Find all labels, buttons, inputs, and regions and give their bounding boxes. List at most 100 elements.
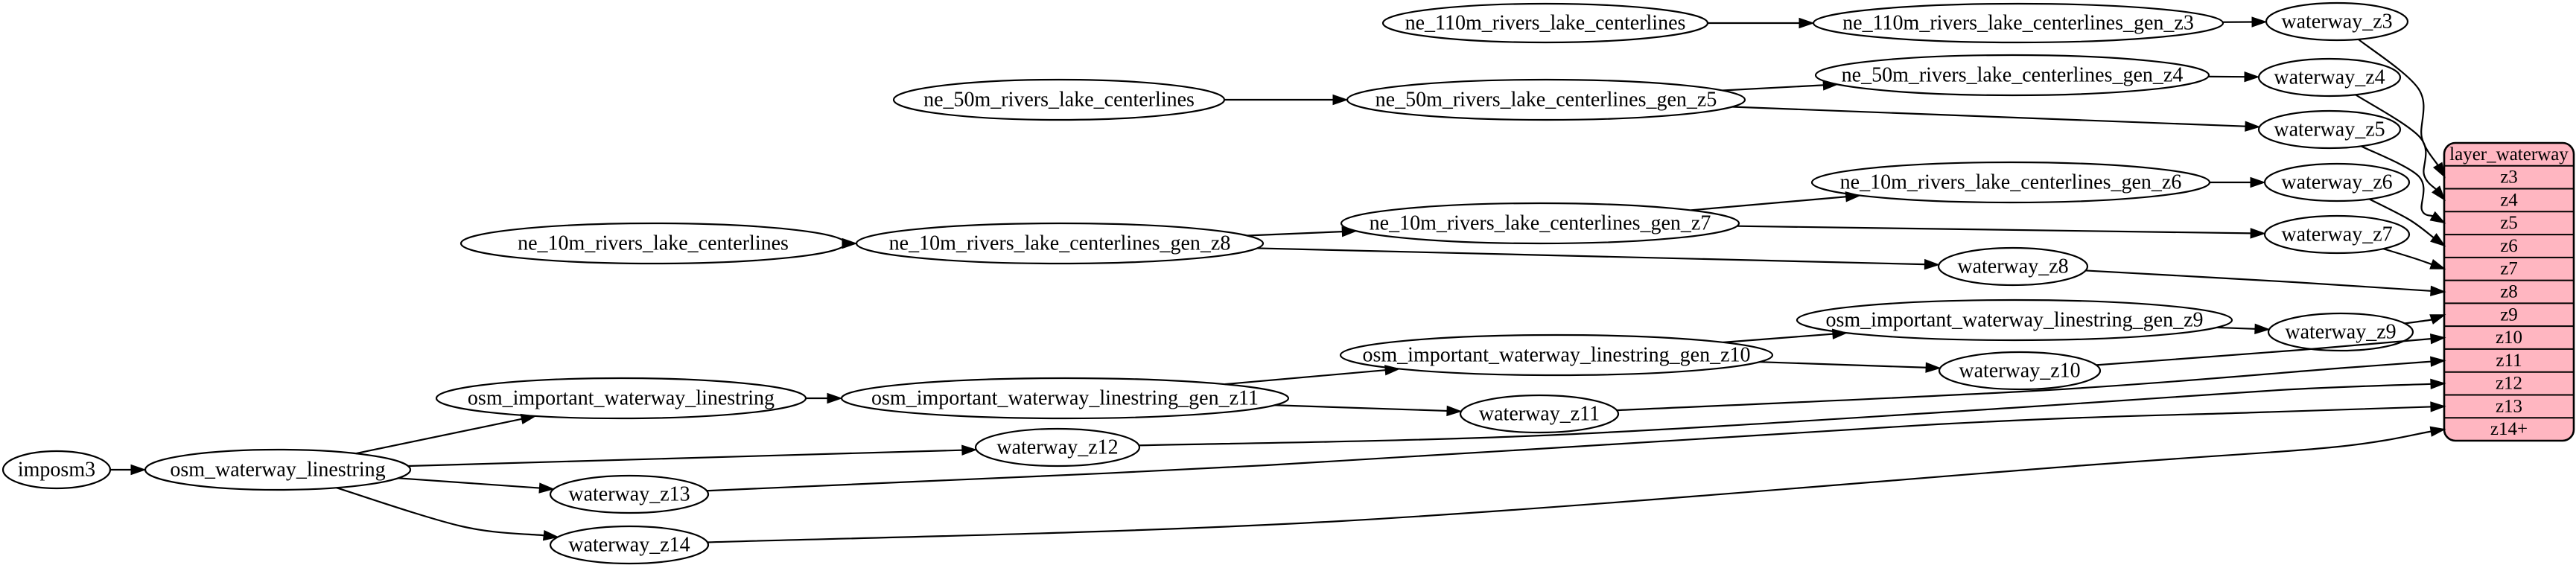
edge-line (1731, 106, 2246, 127)
edge-line (2358, 38, 2439, 166)
edge-line (1274, 404, 1448, 412)
edge-line (707, 406, 2432, 492)
edge-line (1722, 84, 1824, 92)
node-label: waterway_z8 (1957, 255, 2068, 278)
arrowhead-icon (538, 482, 555, 494)
edge-line (1723, 333, 1834, 343)
node-waterway_z5: waterway_z5 (2257, 109, 2402, 150)
node-label: waterway_z3 (2281, 10, 2392, 33)
node-ellipse (549, 525, 710, 565)
node-label: ne_50m_rivers_lake_centerlines_gen_z4 (1842, 64, 2184, 87)
edge-line (1224, 369, 1386, 386)
edge-imposm3-to-osm_waterway_linestring (110, 464, 147, 476)
node-waterway_z6: waterway_z6 (2263, 162, 2411, 202)
node-ellipse (1814, 54, 2210, 97)
table-row-z13: z13 (2496, 396, 2522, 416)
edge-line (2085, 269, 2432, 292)
node-osm_important_waterway_linestring: osm_important_waterway_linestring (435, 377, 807, 420)
edge-ne_10m_rivers_lake_centerlines_gen_z7-to-waterway_z7 (1737, 225, 2266, 239)
arrowhead-icon (520, 413, 537, 424)
node-waterway_z9: waterway_z9 (2267, 312, 2414, 352)
node-ellipse (2263, 214, 2411, 255)
edge-line (2216, 326, 2256, 330)
node-label: waterway_z10 (1959, 360, 2080, 383)
node-osm_important_waterway_linestring_gen_z10: osm_important_waterway_linestring_gen_z1… (1339, 334, 1774, 377)
node-label: ne_50m_rivers_lake_centerlines_gen_z5 (1376, 89, 1717, 112)
table-row-z6: z6 (2500, 236, 2518, 256)
node-ellipse (1937, 246, 2089, 287)
arrowhead-icon (1822, 80, 1839, 91)
table-row-z9: z9 (2500, 304, 2518, 325)
edge-ne_110m_rivers_lake_centerlines-to-ne_110m_rivers_lake_centerlines_gen_z3 (1708, 17, 1815, 29)
node-label: ne_110m_rivers_lake_centerlines_gen_z3 (1842, 12, 2194, 35)
edge-osm_important_waterway_linestring_gen_z11-to-waterway_z11 (1274, 404, 1463, 417)
table-header-label: layer_waterway (2449, 144, 2569, 165)
node-osm_important_waterway_linestring_gen_z11: osm_important_waterway_linestring_gen_z1… (840, 377, 1290, 420)
arrowhead-icon (542, 530, 559, 541)
edge-waterway_z7-to-z7 (2382, 248, 2446, 269)
arrowhead-icon (1925, 362, 1941, 373)
edge-line (1139, 383, 2432, 447)
edge-osm_important_waterway_linestring_gen_z10-to-osm_important_waterway_linestring_gen_z9 (1723, 328, 1848, 343)
node-ne_110m_rivers_lake_centerlines: ne_110m_rivers_lake_centerlines (1381, 2, 1709, 44)
node-waterway_z3: waterway_z3 (2265, 1, 2409, 42)
edge-waterway_z10-to-z10 (2096, 334, 2446, 366)
arrowhead-icon (130, 464, 147, 476)
edge-ne_50m_rivers_lake_centerlines_gen_z5-to-waterway_z5 (1731, 106, 2261, 132)
edge-ne_10m_rivers_lake_centerlines-to-ne_10m_rivers_lake_centerlines_gen_z8 (842, 237, 858, 249)
edge-line (1257, 247, 1925, 266)
arrowhead-icon (842, 237, 858, 249)
edge-line (1691, 196, 1846, 211)
edge-waterway_z6-to-z6 (2368, 198, 2446, 247)
arrowhead-icon (1384, 365, 1401, 376)
edge-line (336, 487, 544, 537)
arrowhead-icon (827, 392, 843, 404)
node-imposm3: imposm3 (1, 450, 112, 490)
arrowhead-icon (2250, 176, 2266, 188)
node-label: waterway_z11 (1479, 403, 1600, 426)
arrowhead-icon (2429, 259, 2446, 269)
arrowhead-icon (1831, 328, 1848, 339)
edge-line (2355, 94, 2437, 191)
node-label: waterway_z12 (996, 436, 1118, 459)
table-row-z11: z11 (2496, 351, 2522, 371)
arrowhead-icon (1446, 405, 1463, 417)
edge-waterway_z8-to-z8 (2085, 269, 2446, 296)
edge-waterway_z13-to-z13 (707, 401, 2446, 492)
edge-osm_waterway_linestring-to-waterway_z13 (398, 477, 555, 494)
node-label: osm_important_waterway_linestring_gen_z9 (1826, 309, 2204, 332)
arrowhead-icon (2429, 334, 2446, 345)
node-waterway_z8: waterway_z8 (1937, 246, 2089, 287)
edge-line (1247, 231, 1343, 237)
edge-waterway_z14-to-z14+ (707, 426, 2446, 543)
node-label: osm_important_waterway_linestring_gen_z1… (1363, 344, 1751, 367)
edge-ne_10m_rivers_lake_centerlines_gen_z6-to-waterway_z6 (2210, 176, 2266, 188)
node-ne_110m_rivers_lake_centerlines_gen_z3: ne_110m_rivers_lake_centerlines_gen_z3 (1812, 2, 2224, 44)
arrowhead-icon (2429, 426, 2446, 437)
node-osm_waterway_linestring: osm_waterway_linestring (144, 448, 412, 491)
edge-ne_50m_rivers_lake_centerlines_gen_z5-to-ne_50m_rivers_lake_centerlines_gen_z4 (1722, 80, 1839, 92)
node-waterway_z12: waterway_z12 (974, 427, 1141, 468)
arrowhead-icon (2245, 121, 2261, 132)
arrowhead-icon (2430, 378, 2446, 390)
node-label: ne_110m_rivers_lake_centerlines (1405, 12, 1686, 35)
node-ne_10m_rivers_lake_centerlines: ne_10m_rivers_lake_centerlines (459, 222, 847, 265)
arrowhead-icon (2429, 314, 2446, 325)
node-waterway_z4: waterway_z4 (2257, 57, 2402, 98)
edge-waterway_z4-to-z4 (2355, 94, 2446, 202)
node-waterway_z14: waterway_z14 (549, 525, 710, 565)
node-ellipse (549, 474, 710, 514)
node-label: ne_50m_rivers_lake_centerlines (923, 89, 1195, 112)
node-ne_10m_rivers_lake_centerlines_gen_z6: ne_10m_rivers_lake_centerlines_gen_z6 (1810, 161, 2211, 204)
node-waterway_z11: waterway_z11 (1459, 394, 1620, 434)
node-label: waterway_z9 (2285, 321, 2396, 344)
table-row-z12: z12 (2496, 374, 2522, 394)
arrowhead-icon (1332, 94, 1349, 106)
edge-line (407, 449, 962, 468)
edge-osm_important_waterway_linestring_gen_z10-to-waterway_z10 (1759, 361, 1941, 373)
edge-osm_important_waterway_linestring_gen_z9-to-waterway_z9 (2216, 323, 2271, 334)
node-ellipse (1340, 202, 1740, 245)
node-label: ne_10m_rivers_lake_centerlines_gen_z6 (1840, 171, 2182, 194)
node-label: waterway_z14 (568, 534, 690, 557)
arrowhead-icon (2432, 162, 2446, 179)
